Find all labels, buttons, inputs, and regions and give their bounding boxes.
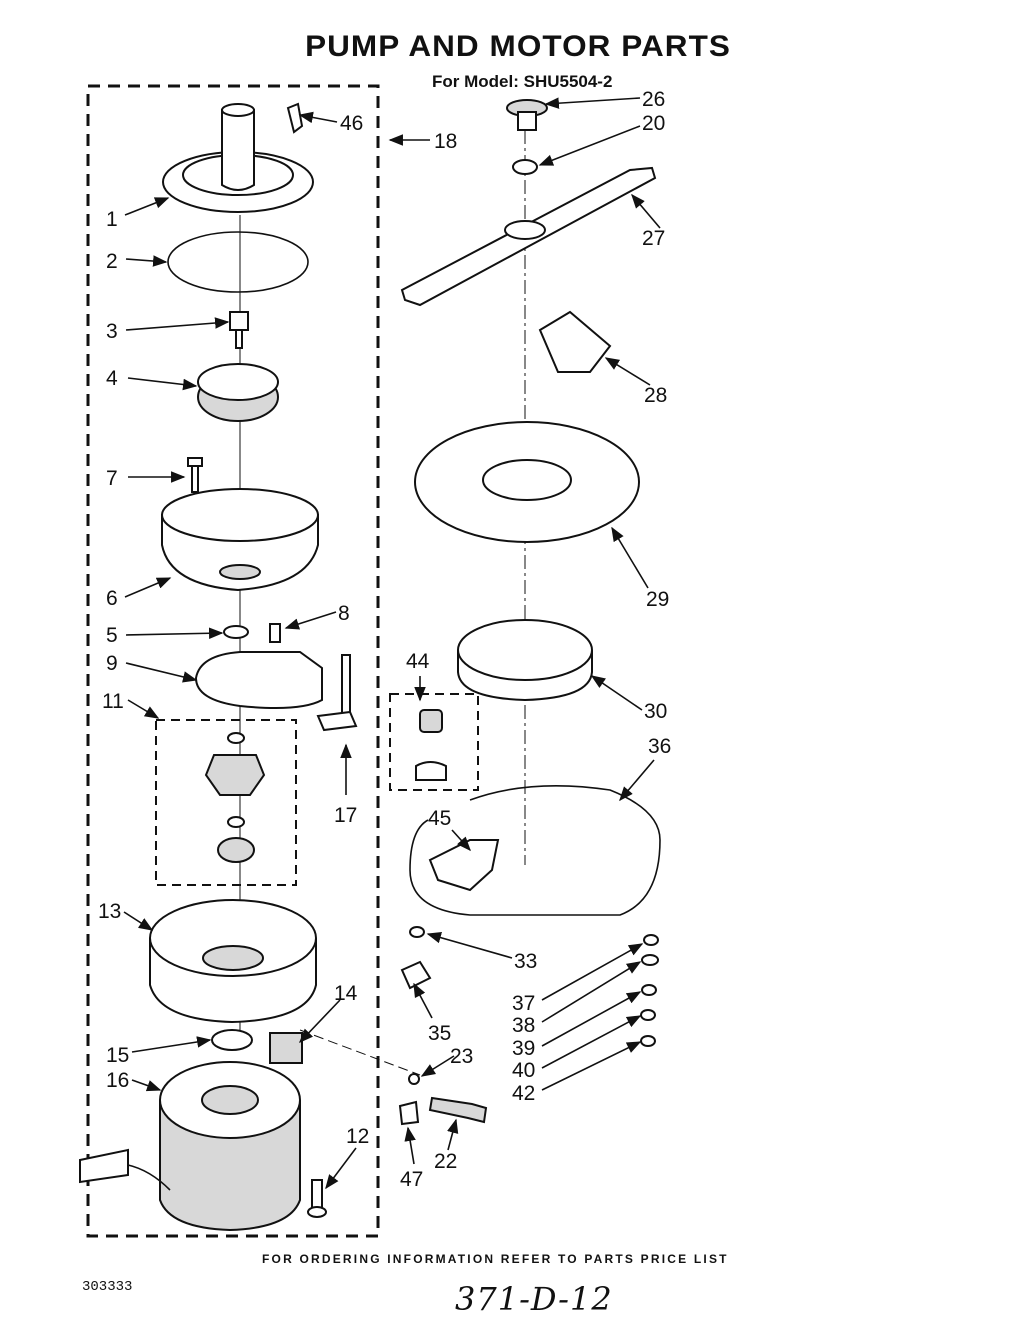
callout-8: 8 [338,602,350,625]
impeller-screw-part [229,311,249,349]
callout-40: 40 [512,1059,535,1082]
assembly-44-outline [389,693,479,791]
callout-47: 47 [400,1168,423,1191]
o-ring-part [167,231,309,293]
callout-2: 2 [106,250,118,273]
callout-46: 46 [340,112,363,135]
block-14-part [269,1032,303,1064]
callout-45: 45 [428,807,451,830]
pump-assembly-outline [86,84,380,1238]
callout-44: 44 [406,650,430,673]
page-title: PUMP AND MOTOR PARTS [305,30,731,63]
washer-5-part [223,625,249,639]
callout-5: 5 [106,624,118,647]
heater-element-36-part [409,784,661,916]
plate-9-part [194,651,323,709]
bracket-45-part [428,839,500,892]
cap-26-part [506,99,548,131]
callout-18: 18 [434,130,457,153]
pump-housing-part [161,488,319,592]
callout-38: 38 [512,1014,535,1037]
callout-33: 33 [514,950,537,973]
callout-26: 26 [642,88,665,111]
callout-1: 1 [106,208,118,231]
callout-12: 12 [346,1125,369,1148]
callout-36: 36 [648,735,671,758]
callout-4: 4 [106,367,118,390]
callout-16: 16 [106,1069,129,1092]
thermostat-44-part [415,709,447,781]
sensor-22-part [428,1096,488,1124]
plug-23-part [408,1073,420,1085]
model-label: For Model: SHU5504-2 [432,72,613,91]
callout-30: 30 [644,700,667,723]
callout-11: 11 [102,690,124,713]
screw-7-part [187,457,203,493]
callout-27: 27 [642,227,665,250]
clip-47-part [398,1100,420,1126]
callout-23: 23 [450,1045,473,1068]
callout-13: 13 [98,900,121,923]
hardware-stack-part [640,934,659,1047]
callout-37: 37 [512,992,535,1015]
washer-20-part [512,159,538,175]
washer-15-part [211,1029,253,1051]
assembly-11-outline [155,719,297,886]
seal-assembly-part [204,732,266,863]
filter-screen-part [414,421,640,543]
clip-46-part [286,102,304,134]
seal-ring-30-part [457,619,593,702]
screw-12-part [307,1179,327,1218]
callout-17: 17 [334,804,357,827]
handwritten-note: 371-D-12 [455,1280,613,1318]
rod-17-part [316,654,358,732]
callout-3: 3 [106,320,118,343]
callout-39: 39 [512,1037,535,1060]
motor-cover-part [149,899,317,1024]
callout-42: 42 [512,1082,535,1105]
spray-arm-hub [504,220,546,240]
document-number: 303333 [82,1279,133,1295]
callout-7: 7 [106,467,118,490]
callout-28: 28 [644,384,667,407]
ordering-footer: FOR ORDERING INFORMATION REFER TO PARTS … [262,1252,729,1266]
callout-9: 9 [106,652,118,675]
callout-29: 29 [646,588,669,611]
callout-15: 15 [106,1044,129,1067]
pump-cover-part [162,103,314,213]
screw-8-part [269,623,281,643]
deflector-28-part [538,310,612,373]
callout-20: 20 [642,112,665,135]
clip-35-part [400,960,432,990]
washer-33-part [409,926,425,938]
callout-35: 35 [428,1022,451,1045]
impeller-part [197,363,279,422]
motor-part [79,1061,301,1232]
callout-14: 14 [334,982,358,1005]
callout-6: 6 [106,587,118,610]
callout-22: 22 [434,1150,457,1173]
leader-lines [123,97,661,1190]
callout-labels: 46 18 1 2 3 4 7 6 8 5 9 11 17 13 14 15 1… [98,88,671,1191]
